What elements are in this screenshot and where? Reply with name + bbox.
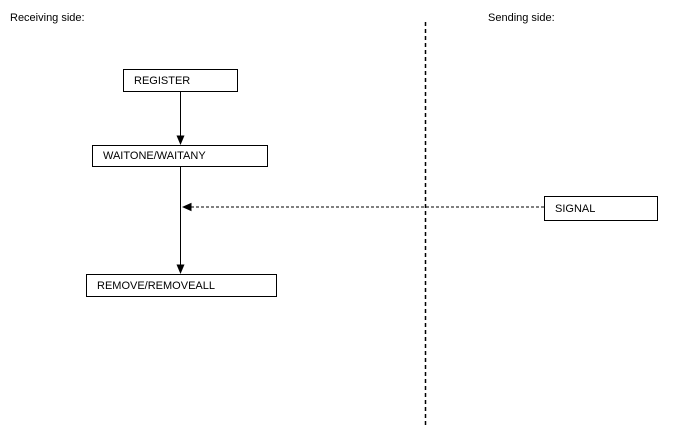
remove-removeall-node: REMOVE/REMOVEALL: [86, 274, 277, 297]
signal-arrowhead-icon: [182, 202, 192, 212]
remove-removeall-node-label: REMOVE/REMOVEALL: [97, 279, 215, 292]
waitone-waitany-node: WAITONE/WAITANY: [92, 145, 268, 167]
waitone-to-remove-arrowhead-icon: [176, 264, 185, 274]
signal-node-label: SIGNAL: [555, 202, 596, 215]
register-to-waitone-arrowhead-icon: [176, 135, 185, 145]
waitone-waitany-node-label: WAITONE/WAITANY: [103, 150, 206, 162]
sending-side-label: Sending side:: [488, 12, 555, 24]
receiving-side-label: Receiving side:: [10, 12, 85, 24]
register-node-label: REGISTER: [134, 74, 191, 87]
register-node: REGISTER: [123, 69, 238, 92]
signal-node: SIGNAL: [544, 196, 658, 221]
